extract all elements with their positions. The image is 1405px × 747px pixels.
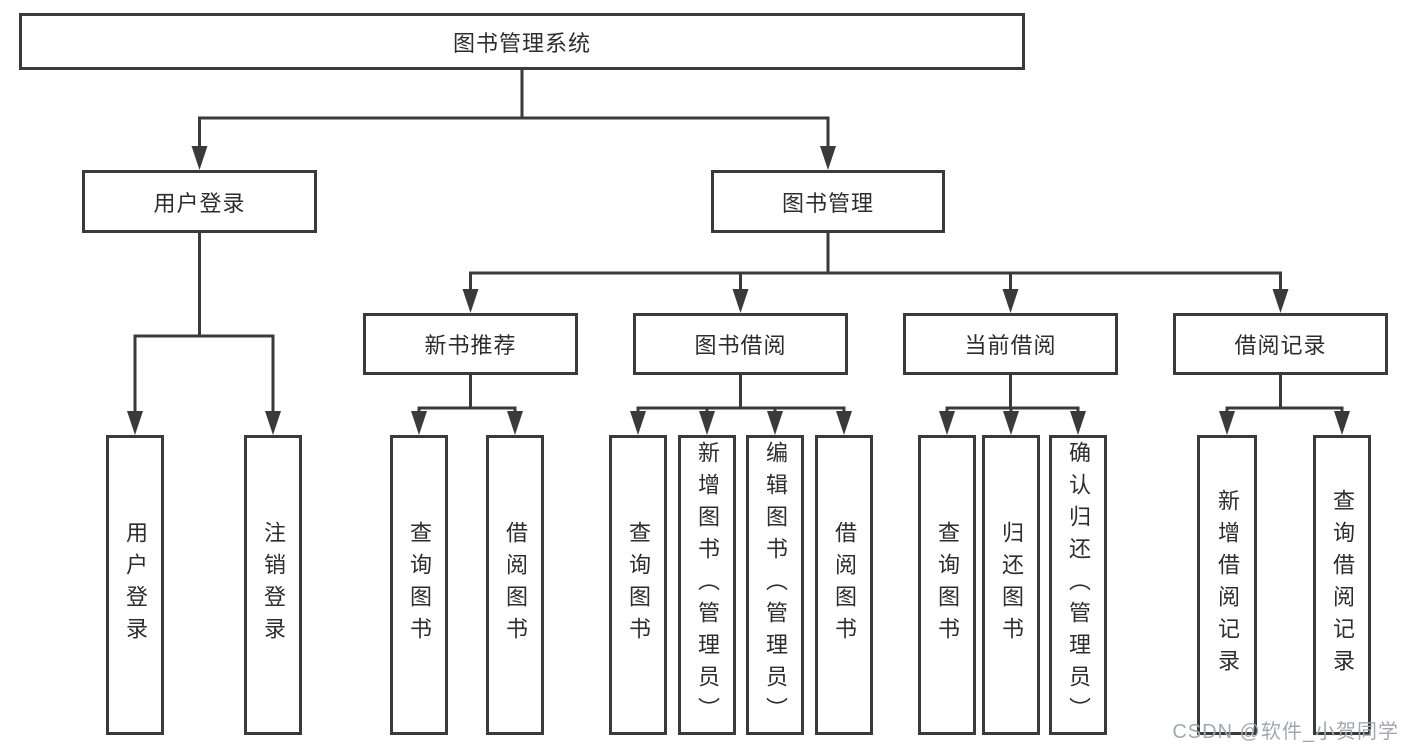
- node-current-borrow: 当前借阅: [903, 313, 1118, 375]
- node-label-leaf-user-login: 用户登录: [123, 521, 148, 649]
- node-cb-confirm-return: 确认归还（管理员）: [1049, 435, 1107, 735]
- node-rec-borrow-book: 借阅图书: [486, 435, 544, 735]
- node-cb-return-book: 归还图书: [982, 435, 1040, 735]
- node-leaf-logout: 注销登录: [244, 435, 302, 735]
- node-label-rec-query-book: 查询图书: [407, 521, 432, 649]
- node-new-book-rec: 新书推荐: [363, 313, 578, 375]
- node-rec-query-book: 查询图书: [390, 435, 448, 735]
- node-label-book-borrow: 图书借阅: [694, 333, 787, 358]
- node-label-book-mgmt: 图书管理: [781, 190, 874, 216]
- node-label-bb-edit-book: 编辑图书（管理员）: [763, 441, 788, 729]
- node-label-cb-return-book: 归还图书: [999, 521, 1024, 649]
- node-label-borrow-records: 借阅记录: [1234, 333, 1327, 358]
- node-label-current-borrow: 当前借阅: [964, 333, 1057, 358]
- node-label-br-add-record: 新增借阅记录: [1215, 489, 1240, 681]
- node-label-bb-borrow-book: 借阅图书: [832, 521, 857, 649]
- node-label-bb-query-book: 查询图书: [626, 521, 651, 649]
- node-leaf-user-login: 用户登录: [106, 435, 164, 735]
- node-br-add-record: 新增借阅记录: [1197, 435, 1257, 735]
- node-label-bb-add-book: 新增图书（管理员）: [695, 441, 720, 729]
- node-cb-query-book: 查询图书: [918, 435, 976, 735]
- node-book-mgmt: 图书管理: [711, 170, 945, 233]
- node-bb-borrow-book: 借阅图书: [815, 435, 873, 735]
- node-bb-query-book: 查询图书: [609, 435, 667, 735]
- node-label-rec-borrow-book: 借阅图书: [503, 521, 528, 649]
- node-bb-edit-book: 编辑图书（管理员）: [746, 435, 804, 735]
- node-br-query-record: 查询借阅记录: [1313, 435, 1371, 735]
- node-label-br-query-record: 查询借阅记录: [1330, 489, 1355, 681]
- node-book-borrow: 图书借阅: [633, 313, 848, 375]
- node-label-leaf-logout: 注销登录: [261, 521, 286, 649]
- node-user-login: 用户登录: [82, 170, 317, 233]
- node-label-user-login: 用户登录: [153, 190, 246, 216]
- node-label-cb-confirm-return: 确认归还（管理员）: [1066, 441, 1091, 729]
- node-label-new-book-rec: 新书推荐: [424, 333, 517, 358]
- node-borrow-records: 借阅记录: [1173, 313, 1388, 375]
- node-label-root: 图书管理系统: [452, 30, 591, 56]
- node-root: 图书管理系统: [19, 13, 1025, 70]
- node-label-cb-query-book: 查询图书: [935, 521, 960, 649]
- node-bb-add-book: 新增图书（管理员）: [678, 435, 736, 735]
- watermark-text: CSDN @软件_小贺同学: [1172, 721, 1399, 743]
